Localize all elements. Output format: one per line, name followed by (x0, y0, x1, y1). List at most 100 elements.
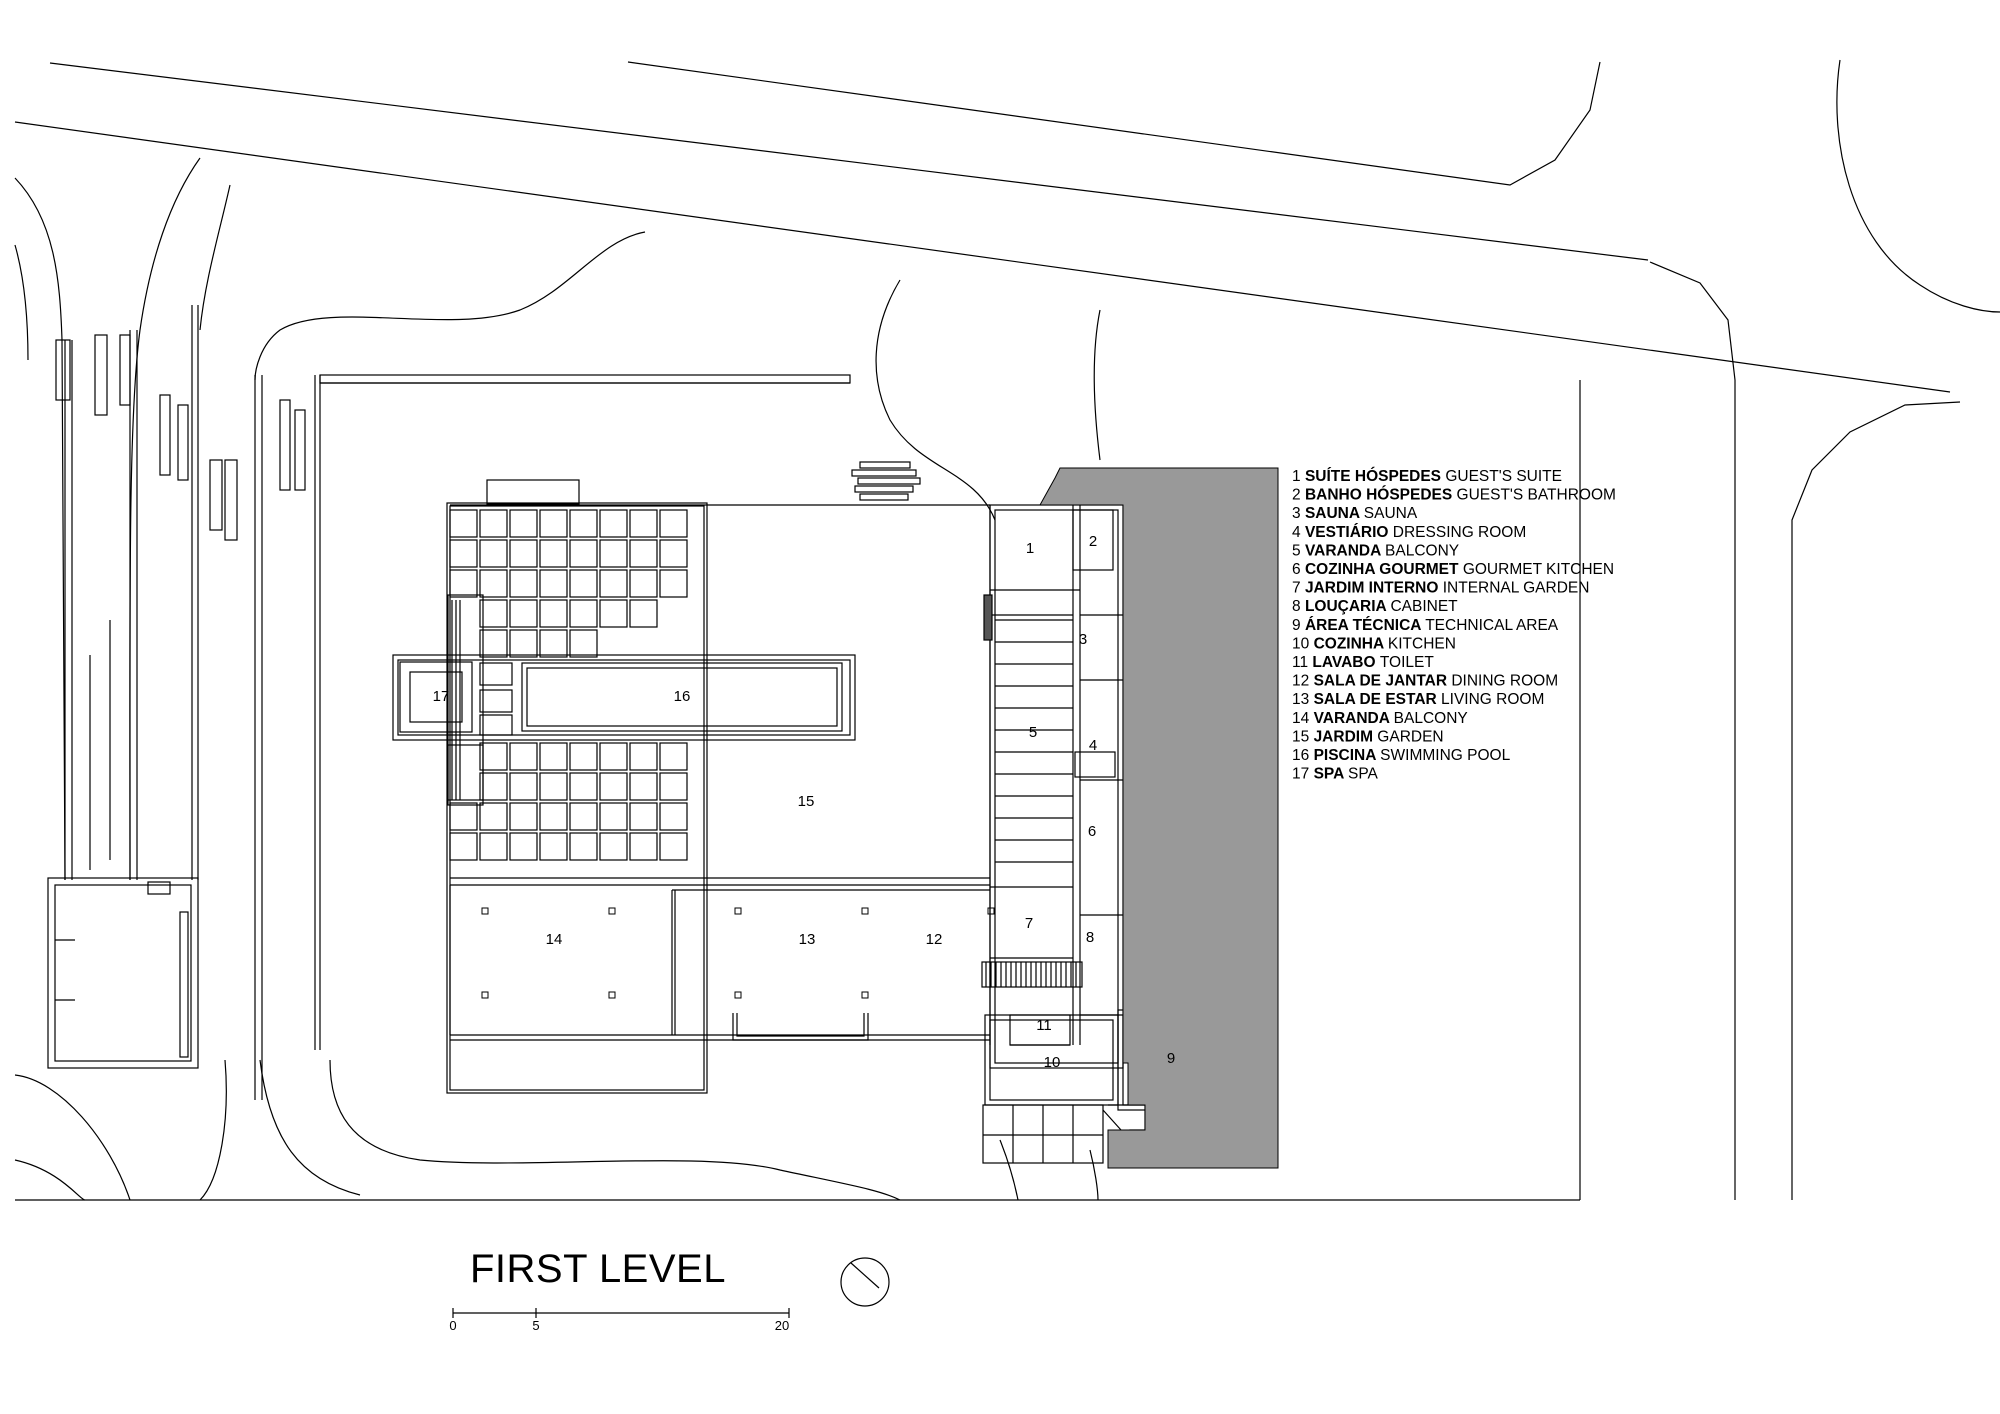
paving-tile (509, 539, 538, 568)
paving-tile (569, 832, 598, 861)
legend-number: 1 (1292, 468, 1305, 485)
legend-item: 7 JARDIM INTERNO INTERNAL GARDEN (1292, 580, 1589, 597)
room-label: 15 (798, 793, 815, 810)
paving-tile (629, 742, 658, 771)
room-label: 6 (1088, 823, 1096, 840)
paving-tile (509, 742, 538, 771)
legend-item: 6 COZINHA GOURMET GOURMET KITCHEN (1292, 561, 1614, 578)
legend-item: 8 LOUÇARIA CABINET (1292, 598, 1458, 615)
paving-tile (659, 742, 688, 771)
left-wall-strips (55, 305, 321, 1100)
site-terrace (319, 374, 851, 384)
paving-tile (479, 509, 508, 538)
legend-pt-name: ÁREA TÉCNICA (1305, 617, 1425, 634)
road-outline (14, 59, 2000, 1200)
legend-en-name: SAUNA (1364, 505, 1418, 522)
legend-item: 4 VESTIÁRIO DRESSING ROOM (1292, 524, 1526, 541)
legend-pt-name: COZINHA GOURMET (1305, 561, 1463, 578)
legend-number: 3 (1292, 505, 1305, 522)
legend-en-name: KITCHEN (1388, 635, 1456, 652)
legend-pt-name: SUÍTE HÓSPEDES (1305, 467, 1445, 485)
legend-en-name: TOILET (1380, 654, 1435, 671)
paving-tile (569, 599, 598, 628)
paving-tile (479, 742, 508, 771)
room-label: 3 (1079, 631, 1087, 648)
legend-pt-name: COZINHA (1314, 635, 1388, 652)
paving-tile (599, 569, 628, 598)
paving-tile (659, 509, 688, 538)
paving-tile (629, 599, 658, 628)
paving-tile (479, 539, 508, 568)
legend-pt-name: SALA DE JANTAR (1314, 673, 1452, 690)
paving-tile (509, 629, 538, 658)
top-steps (851, 461, 921, 501)
legend-number: 8 (1292, 598, 1305, 615)
paving-tile (539, 772, 568, 801)
legend-item: 12 SALA DE JANTAR DINING ROOM (1292, 673, 1558, 690)
paving-tile (599, 832, 628, 861)
paving-tile (539, 569, 568, 598)
legend-en-name: BALCONY (1385, 542, 1459, 559)
legend-en-name: GOURMET KITCHEN (1463, 561, 1614, 578)
room-label: 11 (1036, 1017, 1052, 1034)
paving-tile (659, 802, 688, 831)
legend-pt-name: BANHO HÓSPEDES (1305, 486, 1457, 504)
pool (392, 654, 856, 741)
legend-number: 12 (1292, 673, 1314, 690)
paving-tile (659, 832, 688, 861)
paving-tile (479, 802, 508, 831)
legend-pt-name: PISCINA (1314, 747, 1381, 764)
room-label: 1 (1026, 540, 1034, 557)
legend-number: 9 (1292, 617, 1305, 634)
room-label: 4 (1089, 737, 1097, 754)
legend-en-name: LIVING ROOM (1441, 691, 1544, 708)
paving-tile (599, 539, 628, 568)
legend-item: 16 PISCINA SWIMMING POOL (1292, 747, 1511, 764)
paving-tile (629, 802, 658, 831)
room-label: 8 (1086, 929, 1094, 946)
room-label: 16 (674, 688, 691, 705)
stair (981, 961, 1083, 988)
legend-item: 13 SALA DE ESTAR LIVING ROOM (1292, 691, 1544, 708)
columns (481, 907, 995, 999)
paving-tile (509, 802, 538, 831)
paving-tile (569, 742, 598, 771)
legend-item: 5 VARANDA BALCONY (1292, 542, 1459, 559)
room-label: 9 (1167, 1050, 1175, 1067)
guard-house (47, 877, 199, 1069)
paving-tile (599, 772, 628, 801)
legend-number: 7 (1292, 580, 1305, 597)
paving-tile (659, 772, 688, 801)
paving-tile (509, 599, 538, 628)
legend-pt-name: VARANDA (1305, 542, 1385, 559)
legend-number: 11 (1292, 654, 1312, 671)
service-wing (983, 504, 1124, 1069)
legend-item: 1 SUÍTE HÓSPEDES GUEST'S SUITE (1292, 467, 1562, 485)
legend-item: 14 VARANDA BALCONY (1292, 710, 1468, 727)
room-label: 12 (926, 931, 943, 948)
legend-pt-name: LOUÇARIA (1305, 598, 1391, 615)
scale-label: 5 (532, 1318, 539, 1333)
paving-tile (629, 569, 658, 598)
paving-tile (629, 772, 658, 801)
legend-number: 15 (1292, 728, 1314, 745)
legend-item: 11 LAVABO TOILET (1292, 654, 1434, 671)
room-label: 5 (1029, 724, 1037, 741)
legend-pt-name: LAVABO (1312, 654, 1379, 671)
legend-pt-name: VARANDA (1314, 710, 1394, 727)
paving-tile (539, 802, 568, 831)
paving-tile (569, 802, 598, 831)
legend-number: 13 (1292, 691, 1314, 708)
legend-item: 3 SAUNA SAUNA (1292, 505, 1418, 522)
legend-item: 9 ÁREA TÉCNICA TECHNICAL AREA (1292, 617, 1559, 634)
legend-en-name: INTERNAL GARDEN (1443, 580, 1590, 597)
paving-tile (479, 772, 508, 801)
paving-tile (449, 569, 478, 598)
legend-item: 15 JARDIM GARDEN (1292, 728, 1444, 745)
terrain-contours (14, 157, 1581, 1201)
legend-en-name: TECHNICAL AREA (1425, 617, 1559, 634)
paving-tile (479, 569, 508, 598)
legend-number: 10 (1292, 635, 1314, 652)
room-label: 14 (546, 931, 563, 948)
